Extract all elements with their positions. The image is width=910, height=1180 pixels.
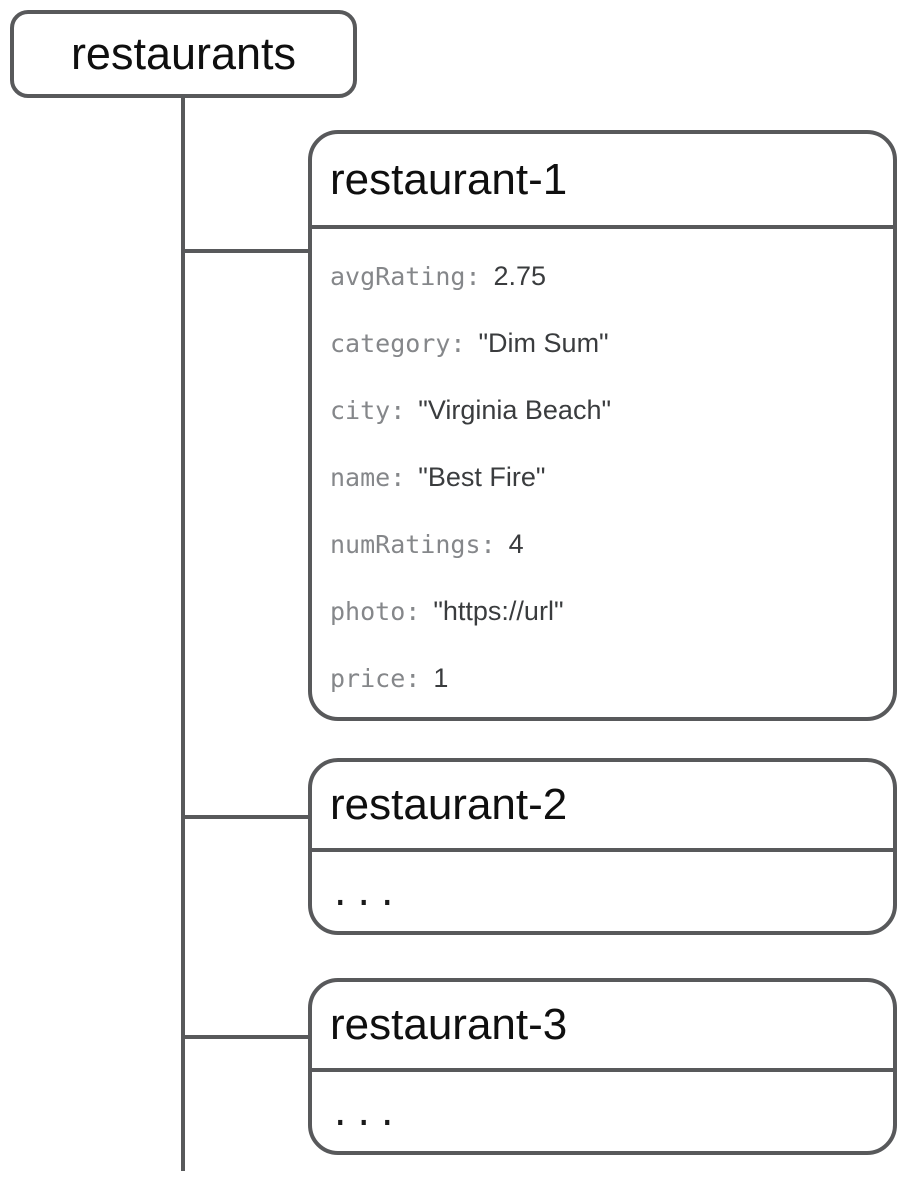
field-row: photo: "https://url"	[330, 578, 893, 645]
field-key: price:	[330, 664, 421, 693]
field-value: "Best Fire"	[418, 462, 546, 492]
card-title: restaurant-3	[330, 1000, 568, 1049]
field-row: numRatings: 4	[330, 511, 893, 578]
card-header: restaurant-3	[312, 982, 893, 1072]
field-value: 2.75	[493, 261, 547, 291]
field-value: "Dim Sum"	[478, 328, 609, 358]
field-value: "Virginia Beach"	[418, 395, 612, 425]
trunk-connector-line	[181, 98, 185, 1171]
field-key: city:	[330, 396, 406, 425]
field-row: avgRating: 2.75	[330, 243, 893, 310]
card-header: restaurant-2	[312, 762, 893, 852]
branch-line-restaurant-1	[183, 249, 308, 253]
collapsed-fields-ellipsis: ...	[330, 1093, 401, 1134]
field-row: price: 1	[330, 645, 893, 712]
field-row: name: "Best Fire"	[330, 444, 893, 511]
root-node-label: restaurants	[70, 28, 297, 79]
card-header: restaurant-1	[312, 134, 893, 229]
branch-line-restaurant-3	[183, 1035, 308, 1039]
card-body: avgRating: 2.75 category: "Dim Sum" city…	[312, 229, 893, 712]
card-title: restaurant-1	[330, 154, 568, 204]
field-key: category:	[330, 329, 466, 358]
field-key: numRatings:	[330, 530, 496, 559]
field-row: city: "Virginia Beach"	[330, 377, 893, 444]
collapsed-fields-ellipsis: ...	[330, 873, 401, 914]
field-value: 1	[433, 663, 449, 693]
node-card-restaurant-3: restaurant-3 ...	[308, 978, 897, 1155]
branch-line-restaurant-2	[183, 815, 308, 819]
field-key: photo:	[330, 597, 421, 626]
field-key: name:	[330, 463, 406, 492]
field-value: 4	[508, 529, 524, 559]
field-value: "https://url"	[433, 596, 564, 626]
field-key: avgRating:	[330, 262, 481, 291]
root-node-restaurants: restaurants	[10, 10, 357, 98]
node-card-restaurant-1: restaurant-1 avgRating: 2.75 category: "…	[308, 130, 897, 721]
card-title: restaurant-2	[330, 780, 568, 829]
field-row: category: "Dim Sum"	[330, 310, 893, 377]
node-card-restaurant-2: restaurant-2 ...	[308, 758, 897, 935]
